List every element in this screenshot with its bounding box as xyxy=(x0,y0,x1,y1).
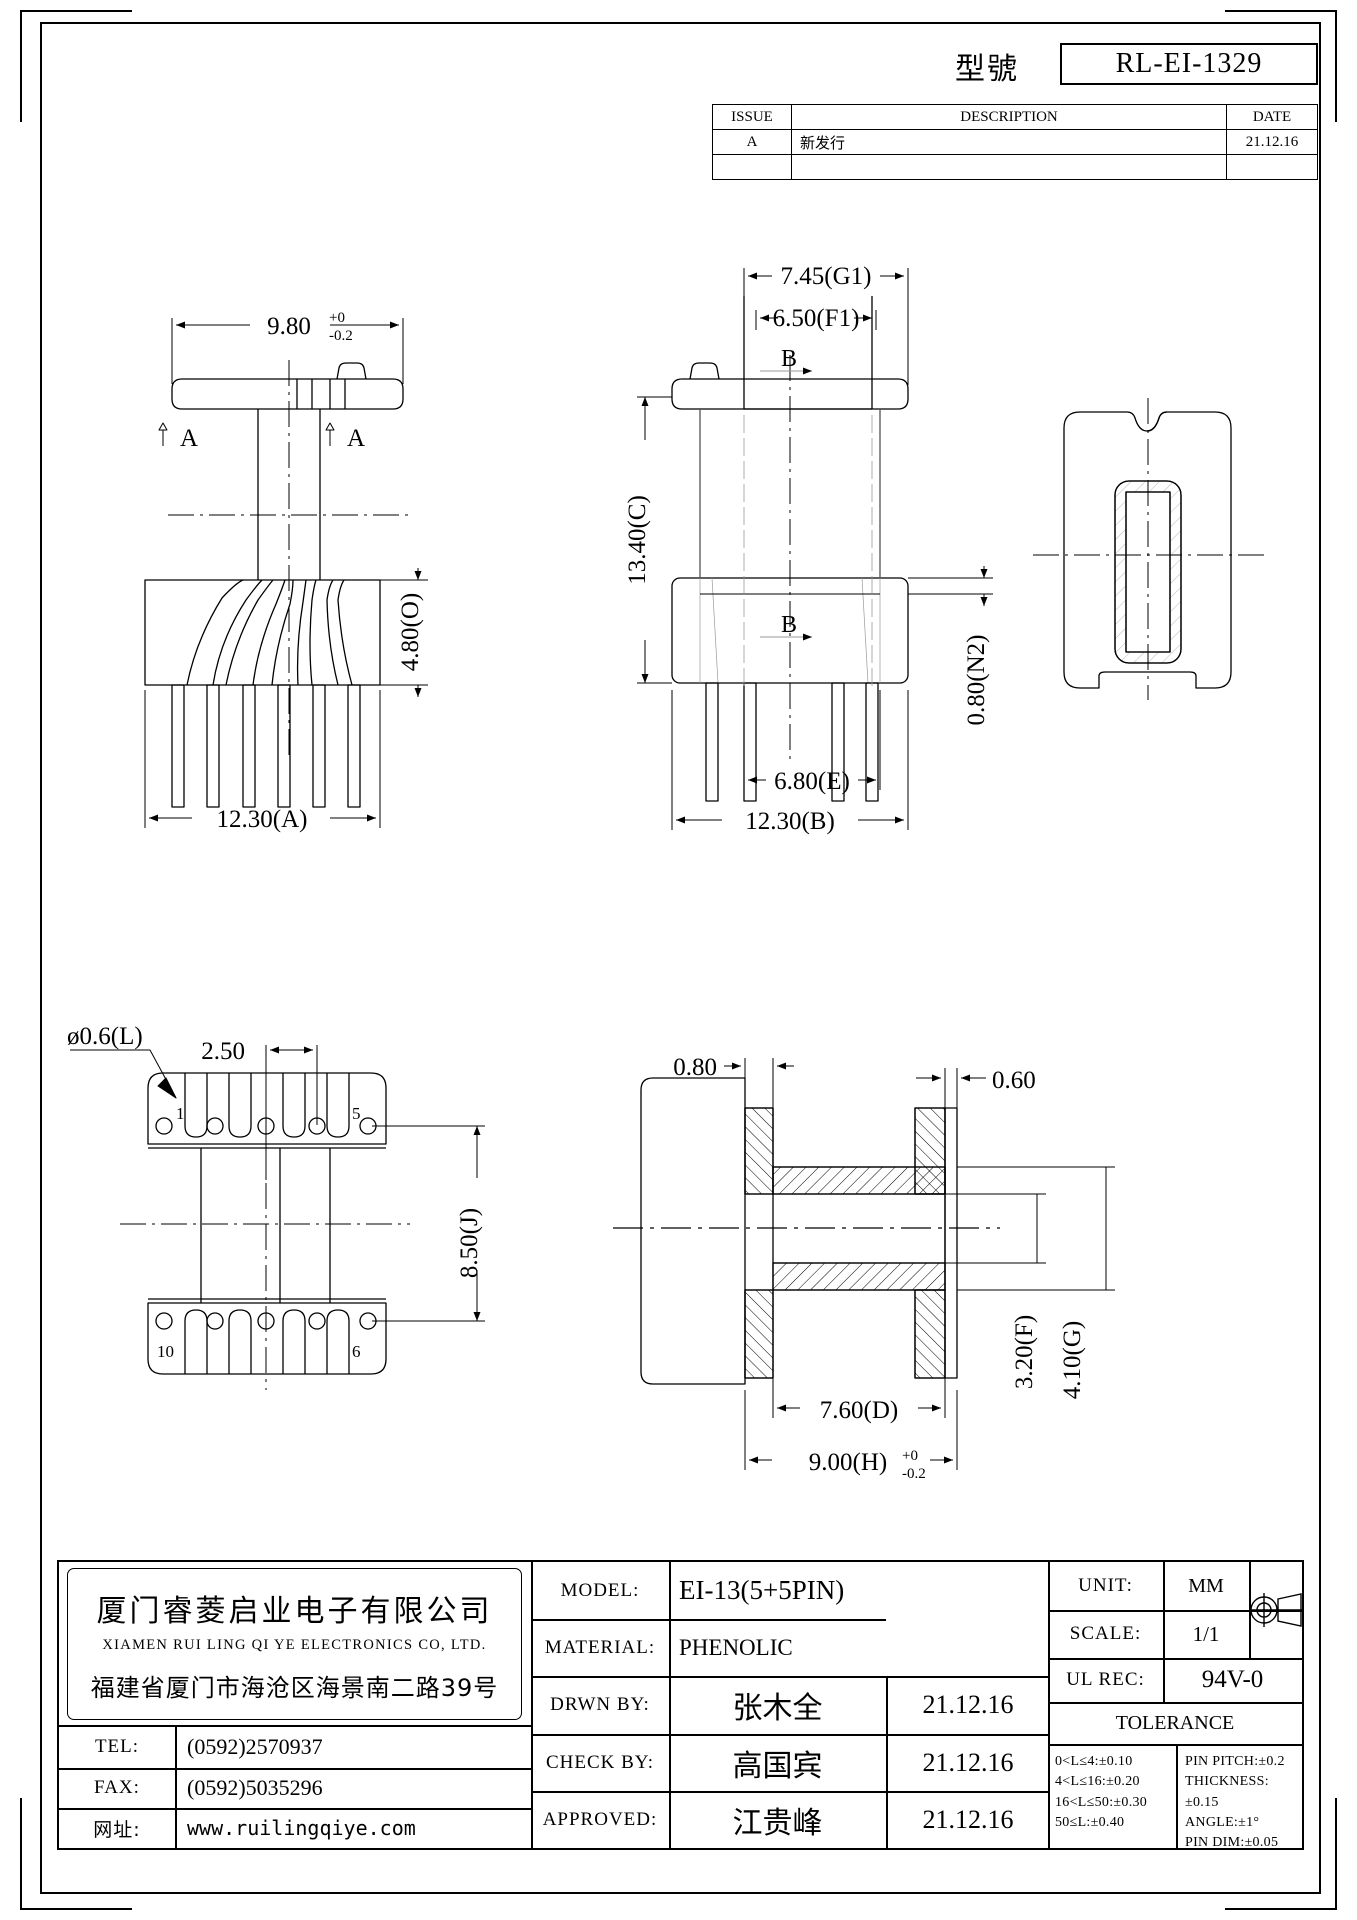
revision-table: ISSUE DESCRIPTION DATE A 新发行 21.12.16 xyxy=(712,104,1318,180)
check-by-value: 高国宾 xyxy=(732,1748,823,1784)
model-label: MODEL: xyxy=(560,1579,640,1601)
tolerance-left-3: 50≤L:±0.40 xyxy=(1055,1814,1125,1830)
table-row xyxy=(712,154,1318,180)
fax-label: FAX: xyxy=(94,1777,140,1798)
revision-date xyxy=(1226,154,1318,180)
company-name-cn: 厦门睿菱启业电子有限公司 xyxy=(96,1593,493,1629)
model-value: EI-13(5+5PIN) xyxy=(679,1575,845,1605)
scale-label: SCALE: xyxy=(1069,1623,1142,1644)
model-number-label: 型號 xyxy=(955,52,1019,87)
website-value: www.ruilingqiye.com xyxy=(187,1816,416,1840)
drawn-by-label: DRWN BY: xyxy=(550,1694,650,1715)
company-info-box: 厦门睿菱启业电子有限公司 XIAMEN RUI LING QI YE ELECT… xyxy=(67,1568,522,1720)
company-address: 福建省厦门市海沧区海景南二路39号 xyxy=(90,1673,499,1702)
tolerance-left-0: 0<L≤4:±0.10 xyxy=(1055,1754,1133,1769)
revision-header-date: DATE xyxy=(1226,104,1318,130)
revision-issue xyxy=(712,154,792,180)
scale-value: 1/1 xyxy=(1192,1621,1220,1646)
material-label: MATERIAL: xyxy=(544,1636,656,1658)
tolerance-left-list: 0<L≤4:±0.10 4<L≤16:±0.20 16<L≤50:±0.30 5… xyxy=(1055,1752,1147,1833)
title-block: 厦门睿菱启业电子有限公司 XIAMEN RUI LING QI YE ELECT… xyxy=(57,1560,1304,1850)
registration-mark-bottom-right xyxy=(1225,1798,1337,1910)
tolerance-right-3: PIN DIM:±0.05 xyxy=(1185,1835,1279,1851)
company-name-en: XIAMEN RUI LING QI YE ELECTRONICS CO, LT… xyxy=(102,1636,487,1653)
model-number-box: RL-EI-1329 xyxy=(1060,43,1318,85)
material-value: PHENOLIC xyxy=(679,1634,793,1660)
drawn-by-value: 张木全 xyxy=(732,1691,823,1726)
drawn-by-date: 21.12.16 xyxy=(922,1690,1014,1719)
revision-description xyxy=(791,154,1227,180)
revision-header-row: ISSUE DESCRIPTION DATE xyxy=(712,104,1318,130)
approved-date: 21.12.16 xyxy=(922,1804,1014,1834)
unit-value: MM xyxy=(1188,1574,1224,1597)
unit-label: UNIT: xyxy=(1078,1575,1133,1596)
check-by-date: 21.12.16 xyxy=(922,1747,1014,1777)
drawing-frame xyxy=(40,22,1321,1894)
revision-header-description: DESCRIPTION xyxy=(791,104,1227,130)
registration-mark-bottom-left xyxy=(20,1798,132,1910)
registration-mark-top-left xyxy=(20,10,132,122)
fax-value: (0592)5035296 xyxy=(187,1775,323,1800)
first-angle-projection-symbol xyxy=(1249,1562,1302,1658)
tel-label: TEL: xyxy=(94,1735,140,1757)
approved-value: 江贵峰 xyxy=(732,1805,823,1841)
tel-value: (0592)2570937 xyxy=(187,1733,323,1759)
revision-description: 新发行 xyxy=(791,129,1227,155)
ul-rec-label: UL REC: xyxy=(1066,1669,1145,1690)
website-label: 网址: xyxy=(93,1818,141,1841)
revision-issue: A xyxy=(712,129,792,155)
check-by-label: CHECK BY: xyxy=(545,1751,655,1773)
revision-header-issue: ISSUE xyxy=(712,104,792,130)
ul-rec-value: 94V-0 xyxy=(1201,1666,1264,1693)
tolerance-title: TOLERANCE xyxy=(1115,1711,1235,1734)
tolerance-left-1: 4<L≤16:±0.20 xyxy=(1055,1774,1140,1790)
revision-date: 21.12.16 xyxy=(1226,129,1318,155)
tolerance-left-2: 16<L≤50:±0.30 xyxy=(1055,1794,1148,1810)
registration-mark-top-right xyxy=(1225,10,1337,122)
approved-label: APPROVED: xyxy=(542,1808,658,1830)
table-row: A 新发行 21.12.16 xyxy=(712,129,1318,155)
tolerance-right-2: ANGLE:±1° xyxy=(1185,1814,1260,1830)
tolerance-right-0: PIN PITCH:±0.2 xyxy=(1185,1754,1285,1769)
tolerance-right-1: THICKNESS:±0.15 xyxy=(1185,1774,1269,1810)
model-number-value: RL-EI-1329 xyxy=(1115,48,1263,79)
tolerance-right-list: PIN PITCH:±0.2 THICKNESS:±0.15 ANGLE:±1°… xyxy=(1185,1752,1302,1853)
